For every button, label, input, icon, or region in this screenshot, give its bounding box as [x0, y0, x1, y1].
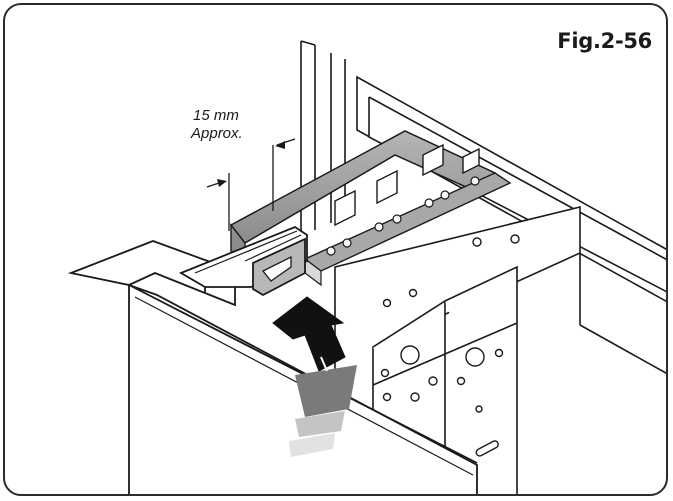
push-arrow	[272, 296, 357, 457]
rail-channel	[303, 172, 512, 287]
slide-rail	[229, 130, 497, 259]
bracket-holes	[380, 234, 520, 457]
figure-label: Fig.2-56	[557, 29, 652, 53]
rail-installation-illustration	[67, 40, 666, 494]
figure-frame: Fig.2-56 15 mm Approx.	[3, 3, 668, 496]
dimension-value: 15 mm	[193, 107, 239, 124]
dimension-marks	[206, 138, 296, 231]
dimension-note: Approx.	[191, 125, 243, 142]
